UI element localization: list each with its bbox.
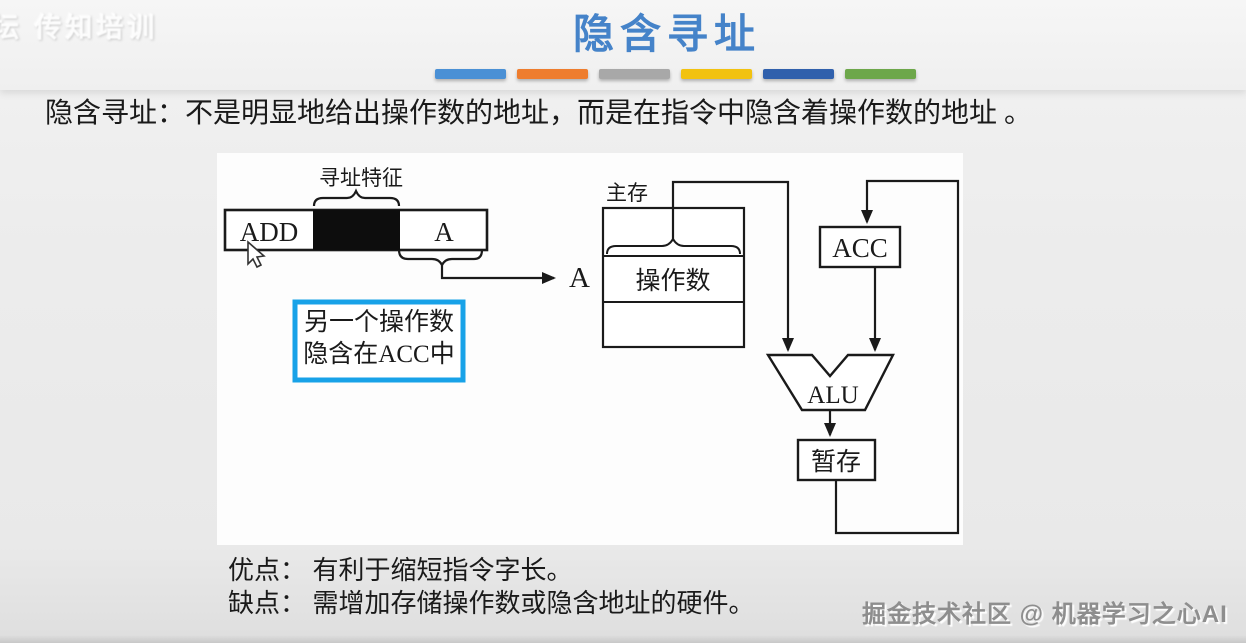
page-title: 隐含寻址 bbox=[573, 11, 761, 57]
temp-label: 暂存 bbox=[811, 448, 861, 476]
advantage-line: 优点： 有利于缩短指令字长。 bbox=[228, 556, 573, 585]
mode-field-black bbox=[313, 210, 400, 250]
corner-watermark: 坛 传知培训 bbox=[0, 13, 159, 43]
disadvantage-line: 缺点： 需增加存储操作数或隐含地址的硬件。 bbox=[228, 589, 755, 618]
diagram-panel: 寻址特征 ADD A A 另一个操作数 隐含在ACC中 主存 操作数 ACC A bbox=[217, 153, 963, 545]
address-out-label: A bbox=[569, 262, 590, 294]
separator-bar-dark-blue bbox=[763, 69, 834, 79]
separator-bar-gray bbox=[599, 69, 670, 79]
separator-bar-light-blue bbox=[435, 69, 506, 79]
footer-watermark: 掘金技术社区 @ 机器学习之心AI bbox=[862, 601, 1228, 628]
opcode-cell: ADD bbox=[240, 217, 299, 247]
separator-bar-gold bbox=[681, 69, 752, 79]
feature-label: 寻址特征 bbox=[319, 166, 403, 190]
address-cell: A bbox=[434, 217, 454, 247]
address-brace-icon bbox=[397, 249, 484, 268]
separator-bar-green bbox=[845, 69, 916, 79]
acc-label: ACC bbox=[832, 233, 888, 263]
acc-box bbox=[818, 225, 902, 269]
separator-bars bbox=[435, 69, 935, 79]
separator-bar-orange bbox=[517, 69, 588, 79]
intro-text: 隐含寻址：不是明显地给出操作数的地址，而是在指令中隐含着操作数的地址 。 bbox=[45, 98, 1033, 129]
address-out-arrow bbox=[440, 265, 556, 284]
feature-brace-icon bbox=[312, 188, 401, 207]
memory-to-alu-arrow bbox=[671, 180, 794, 352]
bottom-edge-shadow bbox=[0, 635, 1246, 643]
addressing-diagram: 寻址特征 ADD A A 另一个操作数 隐含在ACC中 主存 操作数 ACC A bbox=[223, 166, 960, 535]
feedback-path bbox=[834, 179, 960, 535]
note-box-line1: 另一个操作数 bbox=[304, 308, 454, 336]
alu-label: ALU bbox=[807, 382, 858, 409]
memory-operand-cell: 操作数 bbox=[635, 267, 710, 295]
mouse-cursor-icon bbox=[247, 240, 266, 269]
alu-shape bbox=[765, 353, 895, 412]
note-box bbox=[292, 299, 466, 383]
memory-label: 主存 bbox=[606, 181, 648, 205]
note-box-line2: 隐含在ACC中 bbox=[303, 340, 454, 368]
notes-block: 优点： 有利于缩短指令字长。 缺点： 需增加存储操作数或隐含地址的硬件。 bbox=[228, 554, 755, 620]
